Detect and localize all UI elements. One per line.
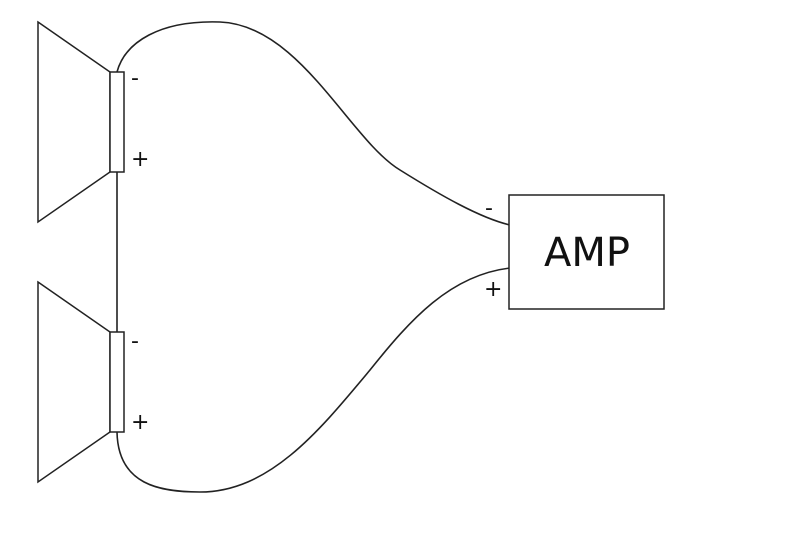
amp-minus-label: -	[485, 196, 493, 221]
amp-label: AMP	[544, 230, 630, 276]
speaker-2: - +	[37, 280, 149, 484]
amp-box	[508, 194, 665, 310]
wire-amp-minus	[116, 21, 511, 226]
speaker-1-plus-label: +	[131, 147, 149, 172]
speaker-1-minus-label: -	[131, 66, 139, 91]
amplifier: AMP - +	[484, 194, 665, 310]
speaker-1-terminal-block	[109, 71, 125, 173]
wire-amp-plus	[116, 267, 511, 493]
speaker-2-terminal-block	[109, 331, 125, 433]
speaker-2-plus-label: +	[131, 410, 149, 435]
speaker-1: - +	[37, 20, 149, 224]
speaker-1-cone	[37, 20, 111, 224]
amp-plus-label: +	[484, 277, 502, 302]
speaker-2-minus-label: -	[131, 329, 139, 354]
speaker-2-cone	[37, 280, 111, 484]
